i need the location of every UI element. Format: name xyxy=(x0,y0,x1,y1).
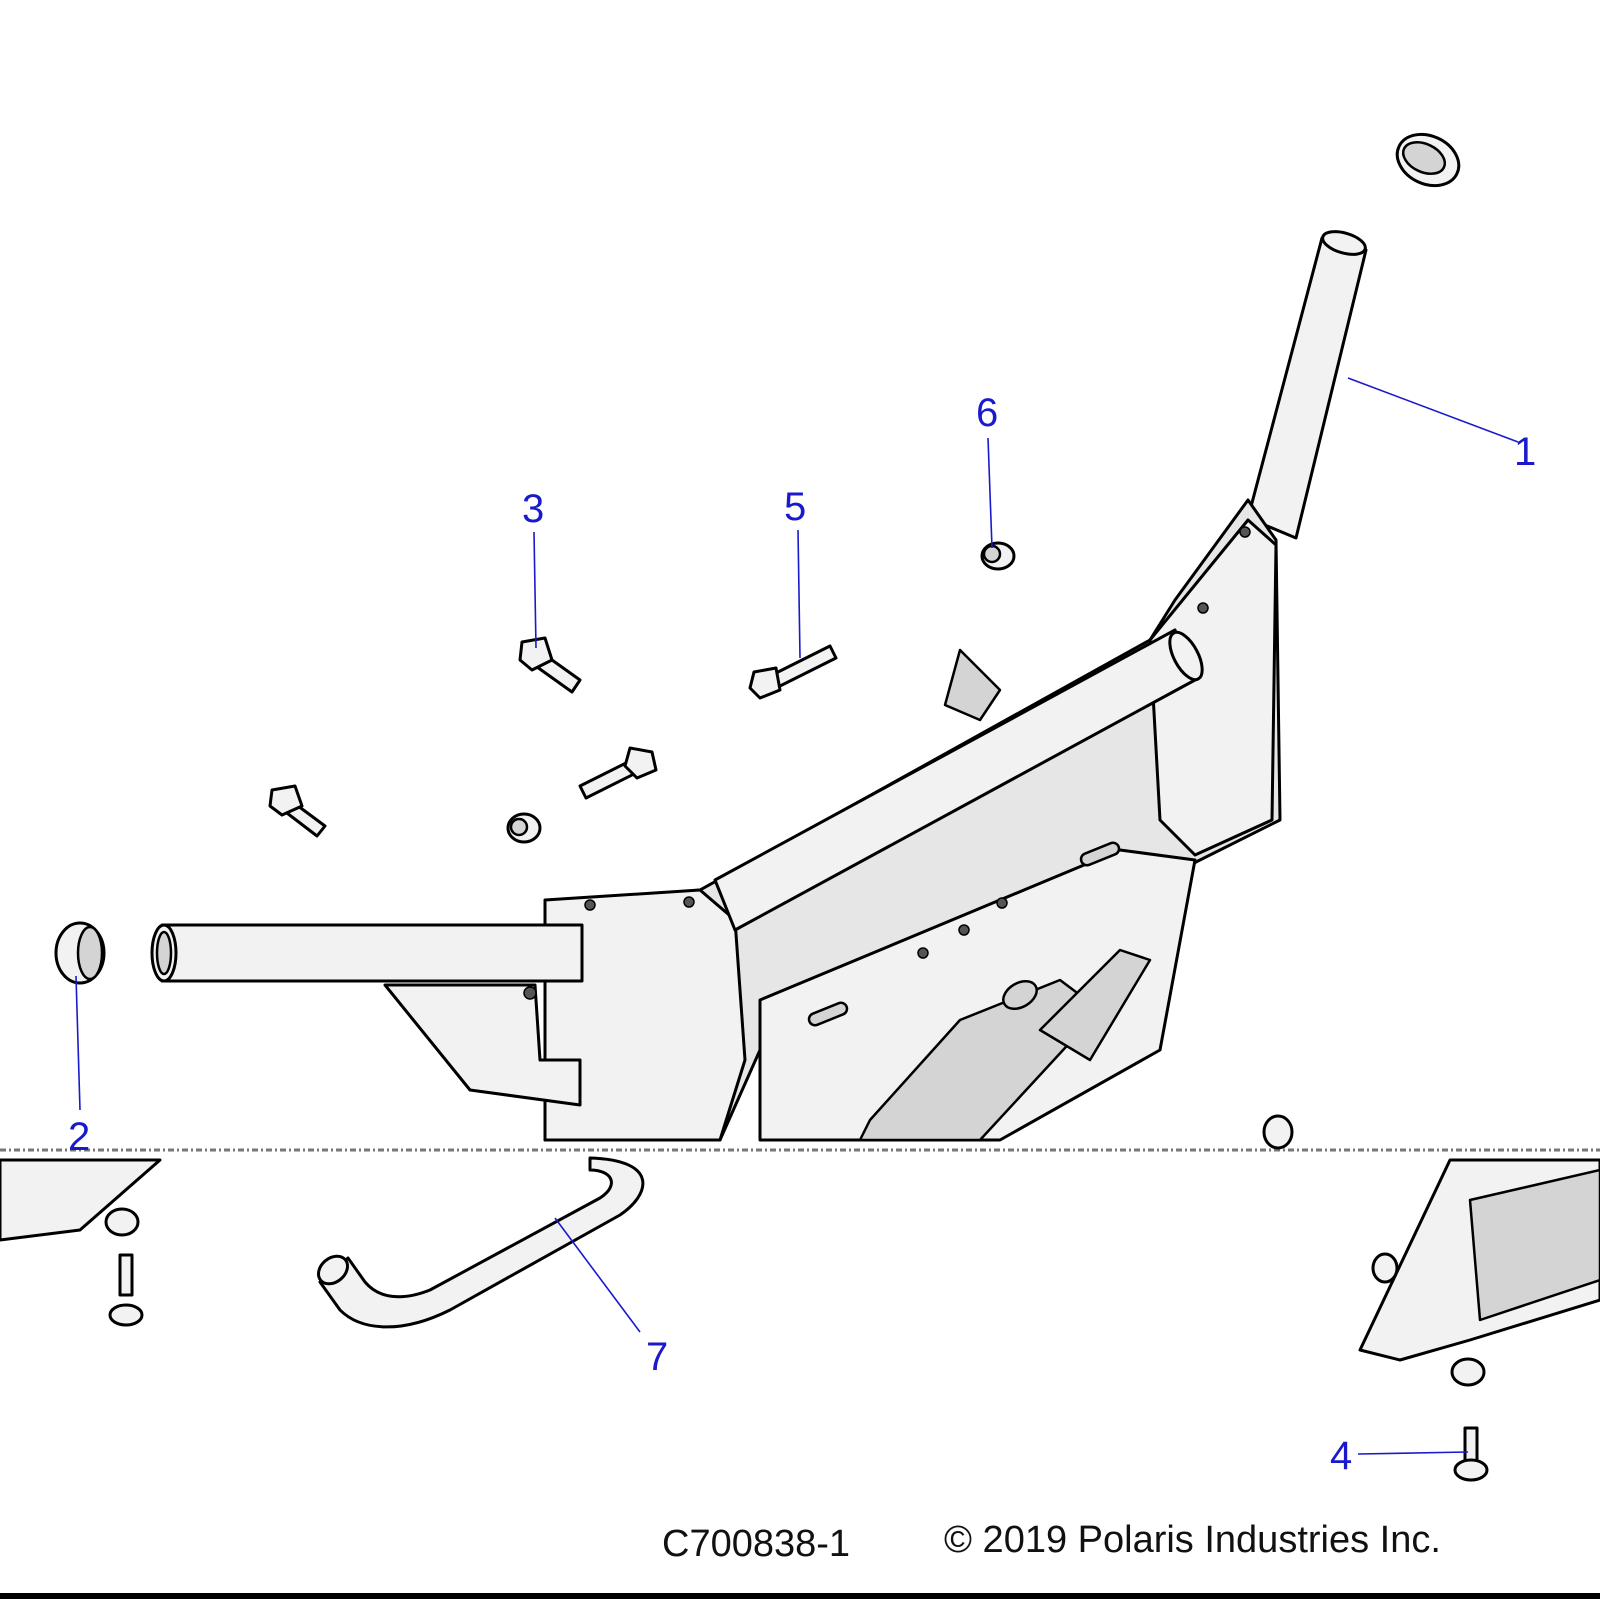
bolt-five xyxy=(748,644,838,700)
bent-tube-seven xyxy=(317,1156,645,1329)
bolt-four xyxy=(1453,1426,1489,1482)
callout-5: 5 xyxy=(784,485,806,529)
bolt-middle xyxy=(578,746,658,800)
bumper-left-bracket xyxy=(383,983,582,1107)
callout-6: 6 xyxy=(976,391,998,435)
bolt-lower-left-vertical xyxy=(108,1253,144,1327)
callout-7: 7 xyxy=(646,1335,668,1379)
leader-4 xyxy=(1357,1451,1469,1455)
bumper-left-tube xyxy=(150,923,584,983)
bolt-lower-left xyxy=(268,784,327,838)
callout-4: 4 xyxy=(1330,1434,1352,1478)
leader-3 xyxy=(533,531,537,649)
lower-left-bracket-partial xyxy=(0,1158,162,1242)
bumper-crossbar-tube xyxy=(713,628,1204,932)
end-cap-left xyxy=(54,921,106,985)
callout-3: 3 xyxy=(522,487,544,531)
nut-lower-right xyxy=(1450,1357,1486,1387)
lower-right-bracket-partial xyxy=(1262,1114,1600,1362)
callout-2: 2 xyxy=(68,1115,90,1159)
bolt-upper-left xyxy=(518,636,582,694)
leader-lines xyxy=(75,377,1519,1455)
nut-lower xyxy=(506,812,542,844)
leader-6 xyxy=(987,437,993,549)
leader-5 xyxy=(797,529,801,659)
copyright-notice: © 2019 Polaris Industries Inc. xyxy=(944,1519,1441,1561)
nut-six xyxy=(980,541,1016,571)
bumper-upright-tube xyxy=(1246,230,1368,540)
nut-lower-left xyxy=(104,1207,140,1237)
leader-7 xyxy=(554,1217,641,1333)
leader-1 xyxy=(1347,377,1519,443)
end-cap-top-right xyxy=(1395,132,1461,188)
drawing-number: C700838-1 xyxy=(662,1523,850,1565)
leader-2 xyxy=(75,975,81,1111)
callout-1: 1 xyxy=(1514,430,1536,474)
